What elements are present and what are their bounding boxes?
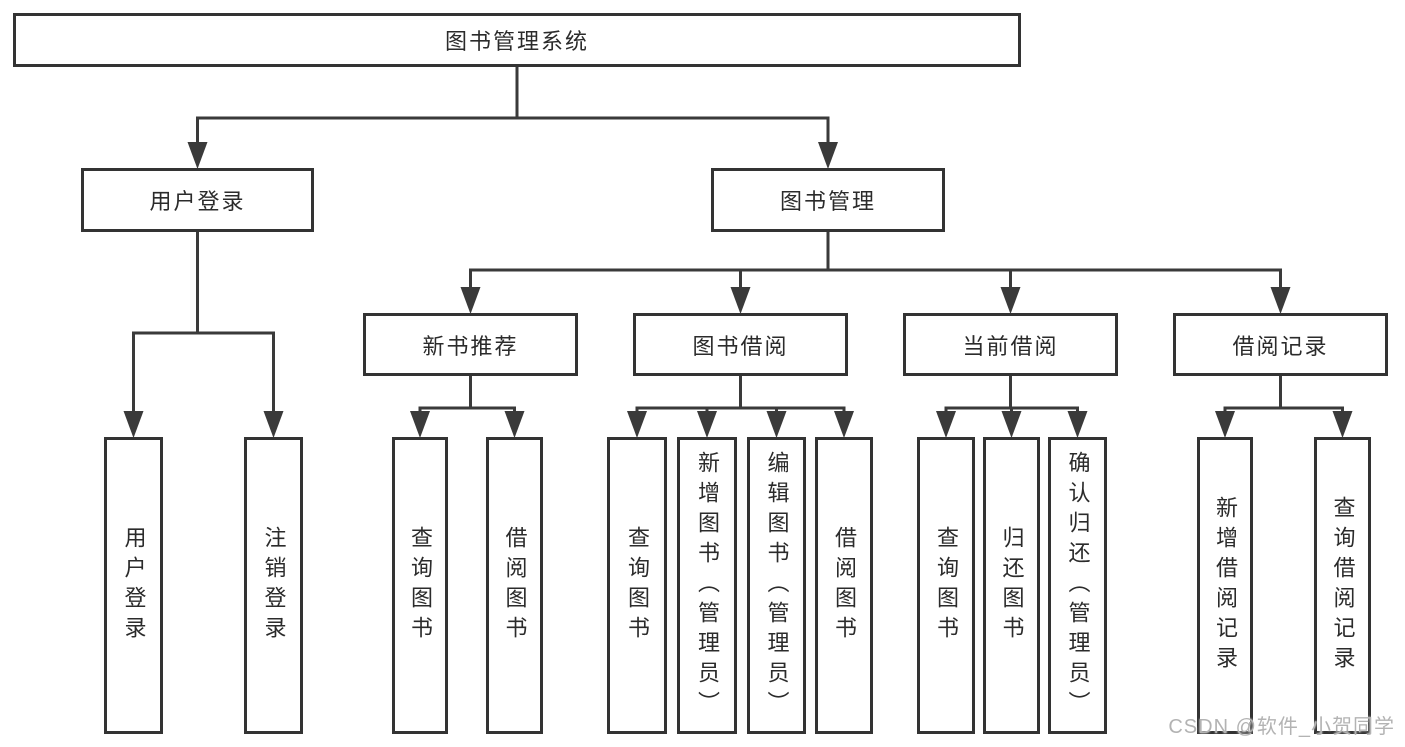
node-cb-return-book: 归还图书: [983, 437, 1040, 734]
arrowhead-down-icon: [187, 142, 208, 169]
node-bb-add-book: 新增图书（管理员）: [677, 437, 737, 734]
arrowhead-down-icon: [1000, 287, 1021, 314]
node-cb-confirm-return: 确认归还（管理员）: [1048, 437, 1107, 734]
node-label: 新书推荐: [422, 333, 519, 359]
node-label: 查询图书: [408, 525, 433, 646]
node-label: 注销登录: [261, 525, 287, 646]
arrowhead-down-icon: [697, 411, 717, 438]
node-label: 查询图书: [934, 525, 959, 646]
node-label: 借阅图书: [832, 525, 857, 646]
node-cb-query-book: 查询图书: [917, 437, 975, 734]
arrowhead-down-icon: [1001, 411, 1022, 438]
node-nbr-query-book: 查询图书: [392, 437, 448, 734]
node-label: 当前借阅: [962, 333, 1059, 359]
node-nbr-borrow-book: 借阅图书: [486, 437, 543, 734]
node-user-login: 用户登录: [81, 168, 314, 232]
node-label: 归还图书: [999, 525, 1025, 646]
node-bb-edit-book: 编辑图书（管理员）: [747, 437, 806, 734]
node-label: 新增借阅记录: [1213, 495, 1238, 676]
watermark: CSDN @软件_小贺同学: [1168, 716, 1395, 738]
node-label: 查询借阅记录: [1330, 495, 1356, 676]
arrowhead-down-icon: [818, 142, 838, 169]
node-label: 用户登录: [121, 525, 147, 646]
arrowhead-down-icon: [123, 411, 144, 438]
node-label: 借阅记录: [1232, 333, 1329, 359]
arrowhead-down-icon: [504, 411, 525, 438]
arrowhead-down-icon: [627, 411, 647, 438]
node-label: 图书管理系统: [444, 29, 589, 54]
node-label: 新增图书（管理员）: [695, 450, 720, 721]
arrowhead-down-icon: [1332, 411, 1353, 438]
node-new-book-recommend: 新书推荐: [363, 313, 578, 376]
node-label: 查询图书: [625, 525, 650, 646]
node-label: 用户登录: [149, 189, 246, 214]
node-borrow-records: 借阅记录: [1173, 313, 1388, 376]
node-logout: 注销登录: [244, 437, 303, 734]
node-login: 用户登录: [104, 437, 163, 734]
arrowhead-down-icon: [730, 287, 751, 314]
node-label: 图书借阅: [692, 333, 789, 359]
node-label: 图书管理: [779, 189, 876, 214]
arrowhead-down-icon: [1215, 411, 1235, 438]
node-book-management: 图书管理: [711, 168, 945, 232]
node-bb-borrow-book: 借阅图书: [815, 437, 873, 734]
node-br-query-record: 查询借阅记录: [1314, 437, 1371, 734]
node-br-add-record: 新增借阅记录: [1197, 437, 1253, 734]
arrowhead-down-icon: [766, 411, 787, 438]
node-root: 图书管理系统: [13, 13, 1021, 67]
arrowhead-down-icon: [410, 411, 430, 438]
arrowhead-down-icon: [460, 287, 481, 314]
node-bb-query-book: 查询图书: [607, 437, 667, 734]
arrowhead-down-icon: [1067, 411, 1088, 438]
node-label: 确认归还（管理员）: [1065, 450, 1091, 721]
arrowhead-down-icon: [834, 411, 854, 438]
arrowhead-down-icon: [936, 411, 956, 438]
node-current-borrow: 当前借阅: [903, 313, 1118, 376]
arrowhead-down-icon: [1270, 287, 1291, 314]
arrowhead-down-icon: [263, 411, 284, 438]
node-book-borrow: 图书借阅: [633, 313, 848, 376]
node-label: 编辑图书（管理员）: [764, 450, 790, 721]
node-label: 借阅图书: [502, 525, 528, 646]
